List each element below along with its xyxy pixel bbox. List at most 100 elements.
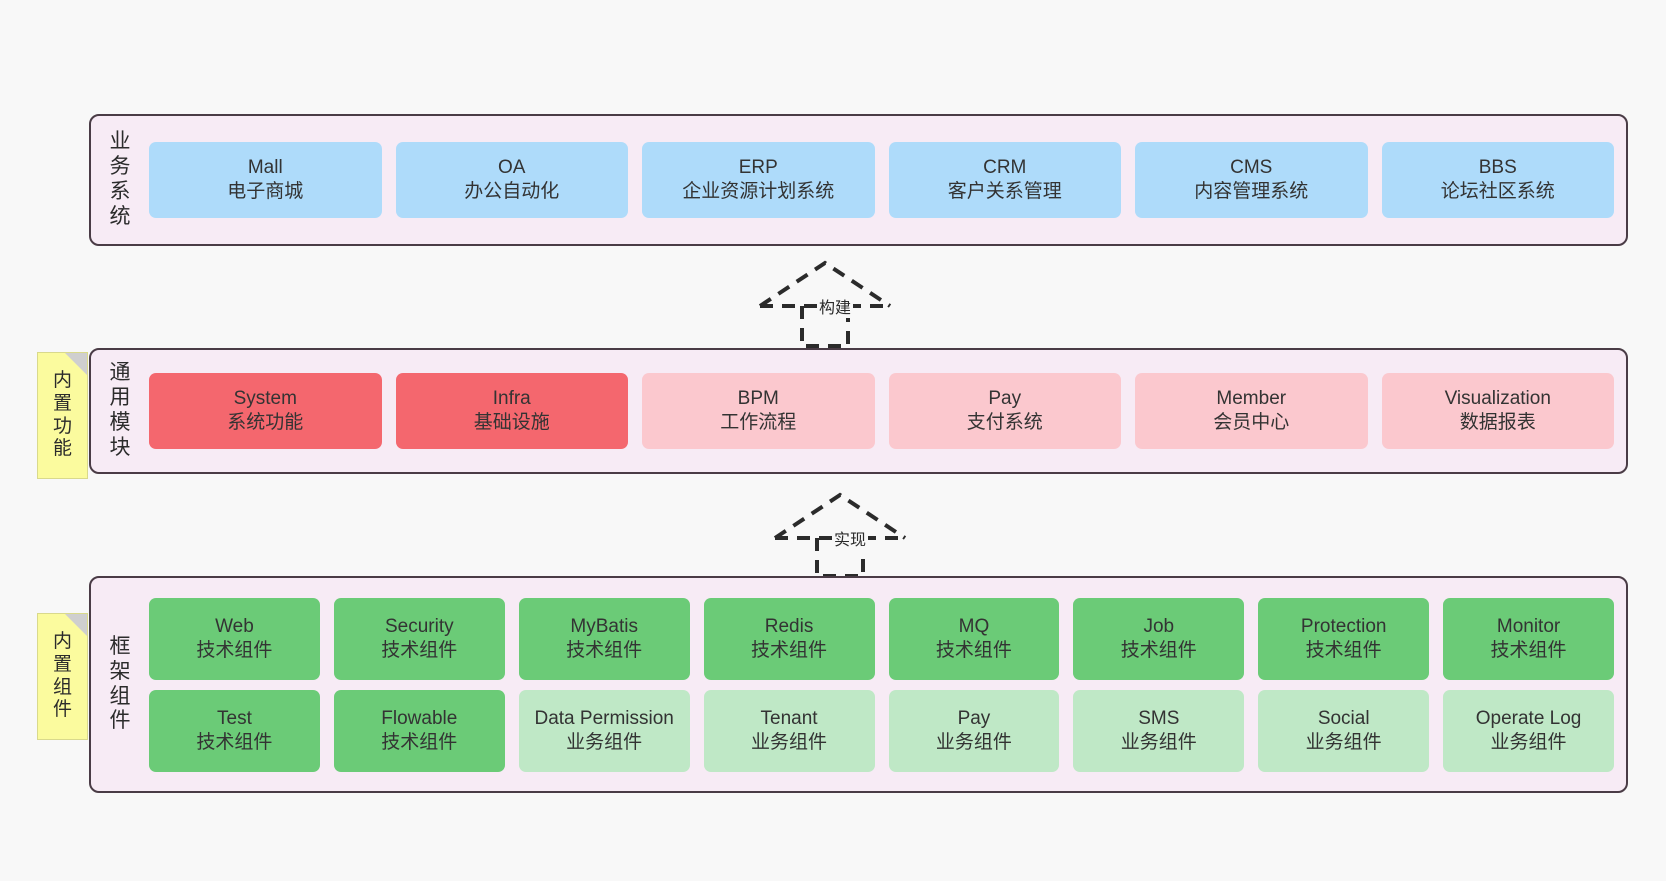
- layer-title-char: 系: [109, 180, 131, 203]
- layer-title-char: 用: [109, 386, 131, 410]
- node-visualization[interactable]: Visualization 数据报表: [1381, 373, 1614, 449]
- node-oa[interactable]: OA 办公自动化: [395, 142, 628, 218]
- node-title: BPM: [737, 388, 779, 410]
- node-bpm[interactable]: BPM 工作流程: [642, 373, 875, 449]
- node-title: OA: [498, 157, 526, 179]
- node-pay-module[interactable]: Pay 支付系统: [888, 373, 1121, 449]
- sticky-char: 件: [52, 699, 72, 721]
- node-web[interactable]: Web 技术组件: [149, 597, 320, 680]
- node-subtitle: 数据报表: [1459, 412, 1536, 433]
- node-subtitle: 客户关系管理: [947, 181, 1062, 202]
- node-sms[interactable]: SMS 业务组件: [1073, 689, 1245, 772]
- node-flowable[interactable]: Flowable 技术组件: [333, 689, 505, 772]
- node-mybatis[interactable]: MyBatis 技术组件: [518, 597, 690, 680]
- sticky-char: 内: [52, 369, 72, 391]
- node-monitor[interactable]: Monitor 技术组件: [1443, 597, 1614, 680]
- node-subtitle: 技术组件: [381, 731, 458, 753]
- node-mall[interactable]: Mall 电子商城: [149, 142, 382, 218]
- node-title: Member: [1216, 388, 1287, 410]
- layer-title-char: 模: [109, 411, 131, 434]
- node-subtitle: 技术组件: [566, 639, 643, 661]
- node-subtitle: 论坛社区系统: [1440, 181, 1555, 202]
- node-title: Protection: [1300, 615, 1387, 637]
- node-subtitle: 系统功能: [227, 412, 304, 433]
- node-subtitle: 基础设施: [473, 412, 550, 433]
- sticky-char: 内: [52, 630, 72, 652]
- node-title: Data Permission: [534, 707, 674, 729]
- node-subtitle: 技术组件: [751, 639, 828, 661]
- node-subtitle: 技术组件: [1305, 639, 1382, 661]
- node-erp[interactable]: ERP 企业资源计划系统: [642, 142, 875, 218]
- node-title: ERP: [738, 157, 778, 179]
- sticky-char: 组: [52, 676, 72, 698]
- node-title: CRM: [983, 157, 1027, 179]
- layer-title-char: 架: [109, 659, 131, 683]
- node-subtitle: 办公自动化: [464, 181, 560, 202]
- node-redis[interactable]: Redis 技术组件: [703, 597, 875, 680]
- layer-title-char: 块: [109, 435, 131, 459]
- node-subtitle: 业务组件: [1305, 731, 1382, 753]
- sticky-note-builtin-components: 内 置 组 件: [37, 613, 88, 740]
- node-tenant[interactable]: Tenant 业务组件: [703, 689, 875, 772]
- node-title: Operate Log: [1475, 707, 1582, 729]
- node-title: MyBatis: [570, 615, 638, 637]
- common-node-grid: System 系统功能 Infra 基础设施 BPM 工作流程 Pay 支付系统…: [137, 358, 1614, 464]
- node-system[interactable]: System 系统功能: [149, 373, 382, 449]
- node-protection[interactable]: Protection 技术组件: [1258, 597, 1430, 680]
- node-social[interactable]: Social 业务组件: [1258, 689, 1430, 772]
- node-title: Test: [217, 707, 252, 729]
- node-title: Infra: [492, 388, 531, 410]
- layer-title-char: 统: [109, 204, 131, 228]
- node-subtitle: 支付系统: [966, 412, 1043, 433]
- node-infra[interactable]: Infra 基础设施: [395, 373, 628, 449]
- connector-label-implement: 实现: [832, 526, 869, 550]
- node-job[interactable]: Job 技术组件: [1073, 597, 1245, 680]
- node-subtitle: 业务组件: [935, 731, 1012, 753]
- node-subtitle: 技术组件: [1490, 639, 1567, 661]
- arrow-head-triangle-open: [758, 260, 892, 308]
- node-subtitle: 业务组件: [751, 731, 828, 753]
- layer-common-modules: 通 用 模 块 System 系统功能 Infra 基础设施 BPM 工作流程 …: [89, 348, 1628, 474]
- sticky-char: 置: [52, 653, 72, 675]
- node-mq[interactable]: MQ 技术组件: [888, 597, 1060, 680]
- node-title: System: [233, 388, 297, 410]
- node-cms[interactable]: CMS 内容管理系统: [1135, 142, 1368, 218]
- node-subtitle: 技术组件: [1120, 639, 1197, 661]
- node-subtitle: 内容管理系统: [1194, 181, 1309, 202]
- node-title: Security: [384, 615, 454, 637]
- sticky-fold-icon: [65, 353, 87, 375]
- node-title: SMS: [1138, 707, 1180, 729]
- node-title: Mall: [247, 157, 283, 179]
- layer-title-char: 框: [109, 634, 131, 658]
- node-title: Redis: [764, 615, 814, 637]
- node-title: Monitor: [1496, 615, 1561, 637]
- business-node-grid: Mall 电子商城 OA 办公自动化 ERP 企业资源计划系统 CRM 客户关系…: [137, 124, 1614, 236]
- node-pay-component[interactable]: Pay 业务组件: [888, 689, 1060, 772]
- node-operate-log[interactable]: Operate Log 业务组件: [1443, 689, 1614, 772]
- node-member[interactable]: Member 会员中心: [1135, 373, 1368, 449]
- node-bbs[interactable]: BBS 论坛社区系统: [1381, 142, 1614, 218]
- node-subtitle: 电子商城: [227, 181, 304, 202]
- node-test[interactable]: Test 技术组件: [149, 689, 320, 772]
- layer-title-char: 业: [109, 130, 131, 154]
- layer-title-business-systems: 业 务 系 统: [103, 124, 137, 236]
- node-subtitle: 技术组件: [381, 639, 458, 661]
- node-subtitle: 业务组件: [566, 731, 643, 753]
- node-subtitle: 技术组件: [196, 639, 273, 661]
- node-subtitle: 业务组件: [1490, 731, 1567, 753]
- node-crm[interactable]: CRM 客户关系管理: [888, 142, 1121, 218]
- node-title: Pay: [957, 707, 991, 729]
- layer-title-char: 件: [109, 709, 131, 733]
- node-data-permission[interactable]: Data Permission 业务组件: [518, 689, 690, 772]
- arrow-head-triangle-open: [773, 492, 907, 540]
- layer-title-char: 组: [109, 684, 131, 708]
- node-title: Web: [215, 615, 254, 637]
- node-title: MQ: [958, 615, 990, 637]
- node-subtitle: 技术组件: [196, 731, 273, 753]
- layer-title-char: 务: [109, 155, 131, 179]
- node-title: BBS: [1478, 157, 1517, 179]
- connector-label-build: 构建: [817, 294, 854, 318]
- node-security[interactable]: Security 技术组件: [333, 597, 505, 680]
- sticky-char: 功: [52, 415, 72, 437]
